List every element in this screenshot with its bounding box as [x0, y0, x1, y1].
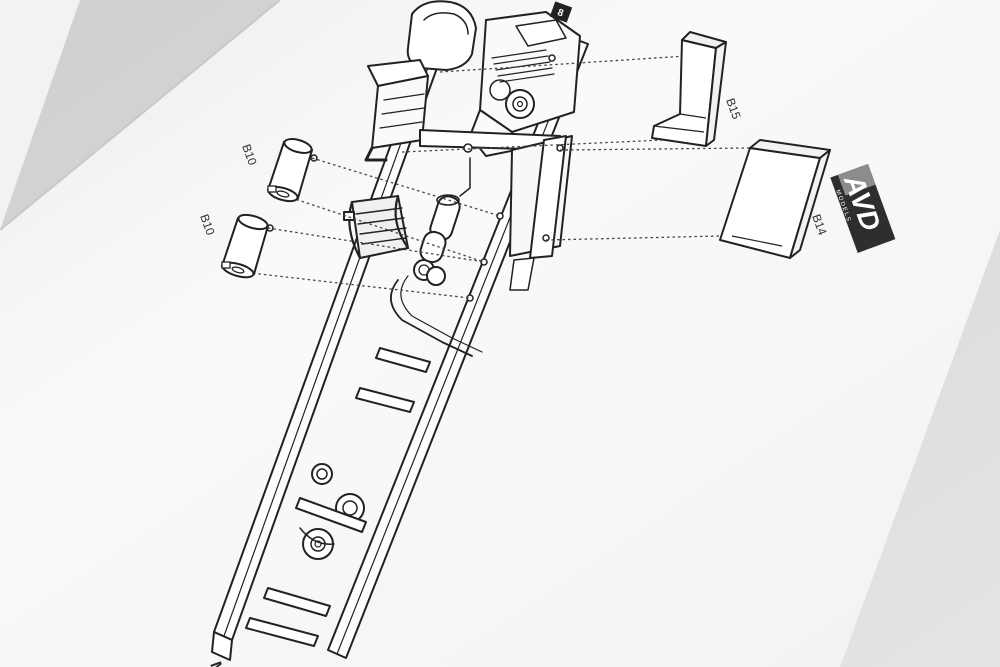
- battery-box: [343, 194, 410, 260]
- guide-b15-upper: [439, 55, 687, 73]
- assembly-diagram: [211, 0, 589, 661]
- page-edge-shadow: [0, 0, 281, 231]
- part-label-b10-bottom: B10: [197, 212, 218, 237]
- part-b10-top: [266, 138, 314, 203]
- engine-pulley: [505, 89, 535, 119]
- cross-member-3: [263, 587, 331, 617]
- guide-b10-bottom-a: [267, 227, 485, 263]
- fuel-tank-bracket: [390, 259, 483, 357]
- part-label-b10-top: B10: [239, 142, 260, 167]
- guide-b14-lower: [545, 235, 721, 241]
- part-label-b15: B15: [723, 96, 744, 121]
- guide-b14-upper: [559, 147, 751, 151]
- step-badge: 8: [549, 1, 573, 23]
- side-tank-bracket: [529, 135, 567, 259]
- guide-b10-top-b: [285, 195, 485, 263]
- engine-block: [364, 0, 581, 291]
- cut-off-text: M: [206, 660, 227, 667]
- part-b14: [719, 139, 831, 259]
- engine-fan: [489, 79, 511, 101]
- engine-fins: [491, 49, 555, 83]
- cross-member-1: [375, 347, 431, 373]
- cross-member-4: [245, 617, 319, 647]
- guide-b15-lower: [401, 139, 663, 153]
- part-b15: [651, 31, 727, 147]
- cross-member-2: [355, 387, 415, 413]
- rear-suspension: [295, 463, 367, 560]
- part-label-b14: B14: [809, 212, 830, 237]
- assembly-guide-lines: [241, 55, 751, 299]
- rear-spring-leaf: [299, 527, 335, 545]
- step-number: 8: [556, 7, 565, 19]
- center-cylinder-lower: [419, 230, 447, 264]
- intake-box: [515, 19, 567, 47]
- rear-axle: [295, 497, 367, 533]
- frame-tail: [211, 631, 233, 661]
- center-cylinders: [419, 194, 461, 264]
- part-b10-bottom: [220, 213, 270, 279]
- back-page: [0, 0, 80, 230]
